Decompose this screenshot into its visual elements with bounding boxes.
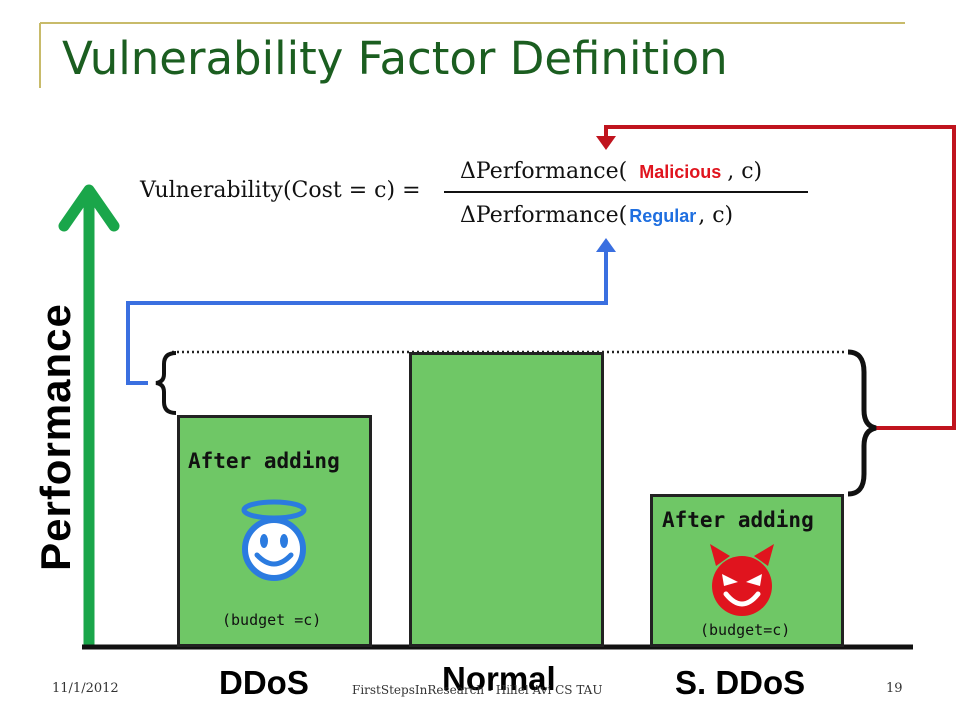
right-brace (847, 349, 877, 497)
angel-smiley-icon (241, 499, 307, 581)
footer-center-text: FirstStepsInResearch - Hillel Avi CS TAU (352, 683, 603, 697)
normal-bar (409, 352, 604, 647)
ddos-budget-note: (budget =c) (222, 611, 322, 629)
blue-arrowhead (596, 238, 616, 252)
numerator-prefix: ΔPerformance( (460, 159, 628, 184)
blue-connector-line (126, 248, 608, 385)
sddos-after-adding-label: After adding (662, 508, 814, 532)
footer-date: 11/1/2012 (52, 681, 119, 696)
red-connector-line (604, 125, 956, 430)
sddos-category-label: S. DDoS (675, 664, 806, 701)
left-brace (155, 351, 177, 415)
regular-label: Regular (629, 206, 697, 226)
denominator-prefix: ΔPerformance( (460, 203, 628, 228)
red-arrowhead (596, 136, 616, 150)
denominator-suffix: , c) (698, 203, 734, 228)
malicious-label: Malicious (639, 162, 722, 182)
formula-denominator: ΔPerformance(Regular, c) (460, 203, 733, 228)
page-number: 19 (886, 681, 903, 696)
slide-title: Vulnerability Factor Definition (62, 32, 728, 85)
ddos-category-label: DDoS (219, 664, 309, 701)
sddos-budget-note: (budget=c) (700, 621, 791, 639)
numerator-suffix: , c) (727, 159, 763, 184)
formula-lhs: Vulnerability(Cost = c) = (140, 178, 421, 203)
normal-category-label: Normal (442, 660, 556, 697)
devil-smiley-icon (710, 544, 774, 616)
performance-axis-arrowhead (58, 184, 120, 232)
formula-numerator: ΔPerformance( Malicious, c) (460, 159, 762, 184)
performance-axis-label: Performance (32, 303, 79, 571)
ddos-after-adding-label: After adding (188, 449, 340, 473)
